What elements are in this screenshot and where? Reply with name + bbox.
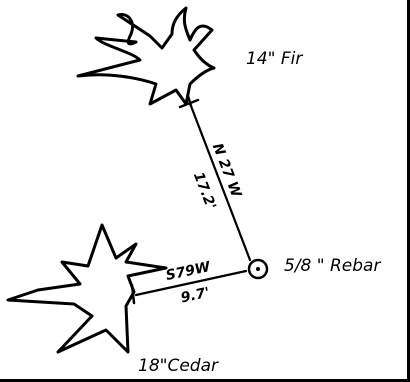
- fir-distance: 17.2': [190, 170, 219, 212]
- cedar-distance: 9.7': [179, 285, 211, 307]
- fir-bearing: N 27 W: [209, 141, 244, 200]
- cedar-tree-symbol: [6, 223, 168, 354]
- fir-label: 14" Fir: [246, 49, 303, 69]
- tie-line-fir: [178, 94, 252, 262]
- tie-line-cedar: [130, 269, 248, 305]
- frame-bottom-edge: [0, 379, 410, 382]
- rebar-label: 5/8 " Rebar: [284, 256, 381, 276]
- fir-tree-symbol: [76, 6, 216, 106]
- cedar-label: 18"Cedar: [138, 356, 219, 376]
- rebar-monument: [247, 258, 269, 280]
- frame-right-edge: [407, 0, 410, 382]
